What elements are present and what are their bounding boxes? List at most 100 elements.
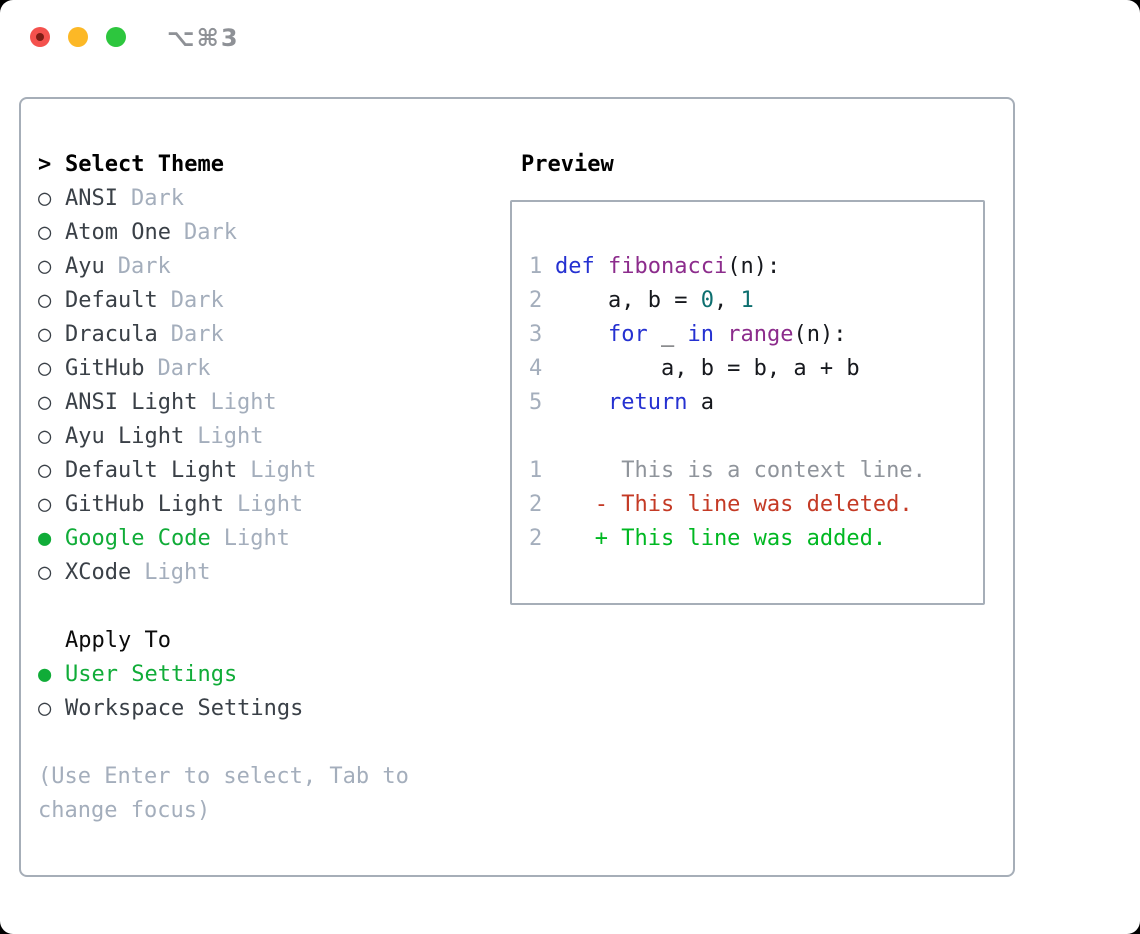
code-token-pl: (n):: [727, 254, 781, 279]
radio-icon: ○: [38, 254, 52, 279]
option-label: Default Light: [65, 458, 238, 483]
option-label: Atom One: [65, 220, 171, 245]
select-theme-label: Select Theme: [65, 152, 224, 177]
theme-variant-label: Dark: [117, 254, 171, 279]
theme-variant-label: Light: [144, 560, 211, 585]
spacer: [38, 726, 409, 760]
option-label: ANSI: [65, 186, 118, 211]
code-token-fn: fibonacci: [608, 254, 728, 279]
code-token-pl: a, b =: [555, 288, 701, 313]
code-preview: 1 def fibonacci(n): 2 a, b = 0, 1 3 for _ i…: [529, 250, 973, 420]
radio-icon: ○: [38, 560, 52, 585]
zoom-button[interactable]: [106, 27, 126, 47]
code-token-kw: return: [607, 390, 688, 415]
code-line: 4 a, b = b, a + b: [529, 352, 973, 386]
code-line: 1 def fibonacci(n):: [529, 250, 973, 284]
focus-caret-icon: >: [38, 152, 52, 177]
apply-to-list: ● User Settings ○ Workspace Settings: [38, 658, 409, 726]
code-token-pl: [714, 318, 727, 352]
theme-variant-label: Dark: [170, 288, 224, 313]
code-token-lit: 0: [700, 288, 714, 313]
apply-to-indent: [38, 624, 65, 658]
diff-text: This is a context line.: [555, 458, 926, 483]
close-button[interactable]: [30, 27, 50, 47]
code-line: 3 for _ in range(n):: [529, 318, 973, 352]
theme-variant-label: Dark: [130, 186, 184, 211]
code-token-kw: def: [555, 254, 595, 279]
theme-variant-label: Light: [250, 458, 317, 483]
radio-icon: ○: [38, 322, 52, 347]
radio-icon: ○: [38, 220, 52, 245]
theme-variant-label: Light: [210, 390, 277, 415]
theme-option-xcode[interactable]: ○ XCode Light: [38, 556, 409, 590]
theme-variant-label: Dark: [183, 220, 237, 245]
code-token-pl: ,: [713, 288, 741, 313]
apply-option-user-settings[interactable]: ● User Settings: [38, 658, 409, 692]
option-label: XCode: [65, 560, 132, 585]
code-token-pl: a: [687, 390, 714, 415]
option-label: Workspace Settings: [65, 696, 304, 721]
close-dot-icon: [36, 33, 44, 41]
diff-line-deleted: 2 - This line was deleted.: [529, 488, 973, 522]
line-number: 2: [529, 288, 543, 313]
code-token-pl: [555, 386, 608, 420]
radio-icon: ○: [38, 356, 52, 381]
code-line: 5 return a: [529, 386, 973, 420]
option-label: GitHub Light: [65, 492, 224, 517]
code-token-pl: _: [647, 322, 688, 347]
line-number: 5: [529, 390, 543, 415]
window-title: ⌥⌘3: [167, 24, 240, 52]
option-label: Google Code: [65, 526, 211, 551]
diff-line-context: 1 This is a context line.: [529, 454, 973, 488]
code-token-lit: 1: [740, 288, 754, 313]
line-number: 1: [529, 254, 543, 279]
titlebar: ⌥⌘3: [0, 0, 1140, 97]
theme-option-google-code[interactable]: ● Google Code Light: [38, 522, 409, 556]
spacer: [38, 590, 409, 624]
theme-option-atom-one[interactable]: ○ Atom One Dark: [38, 216, 409, 250]
line-number: 4: [529, 356, 543, 381]
option-label: User Settings: [65, 662, 238, 687]
option-label: Dracula: [65, 322, 158, 347]
radio-selected-icon: ●: [38, 526, 52, 551]
diff-line-added: 2 + This line was added.: [529, 522, 973, 556]
diff-text: + This line was added.: [555, 526, 887, 551]
radio-icon: ○: [38, 696, 52, 721]
apply-option-workspace-settings[interactable]: ○ Workspace Settings: [38, 692, 409, 726]
spacer: [529, 420, 973, 454]
help-text-line-1: (Use Enter to select, Tab to: [38, 764, 409, 789]
theme-variant-label: Dark: [157, 356, 211, 381]
select-theme-header: > Select Theme: [38, 148, 409, 182]
theme-option-github[interactable]: ○ GitHub Dark: [38, 352, 409, 386]
traffic-lights: [30, 27, 126, 47]
code-token-fn: range: [727, 322, 794, 347]
theme-option-ayu[interactable]: ○ Ayu Dark: [38, 250, 409, 284]
minimize-button[interactable]: [68, 27, 88, 47]
option-label: GitHub: [65, 356, 145, 381]
theme-option-ansi[interactable]: ○ ANSI Dark: [38, 182, 409, 216]
apply-to-label: Apply To: [65, 628, 171, 653]
diff-text: - This line was deleted.: [555, 492, 913, 517]
theme-variant-label: Light: [223, 526, 290, 551]
apply-to-header: Apply To: [38, 624, 409, 658]
radio-icon: ○: [38, 186, 52, 211]
option-label: Ayu: [65, 254, 105, 279]
code-token-pl: [595, 250, 608, 284]
code-token-pl: a, b = b, a + b: [555, 356, 860, 381]
radio-selected-icon: ●: [38, 662, 52, 687]
radio-icon: ○: [38, 390, 52, 415]
diff-preview: 1 This is a context line.2 - This line w…: [529, 454, 973, 556]
option-label: Default: [65, 288, 158, 313]
line-number: 1: [529, 458, 543, 483]
